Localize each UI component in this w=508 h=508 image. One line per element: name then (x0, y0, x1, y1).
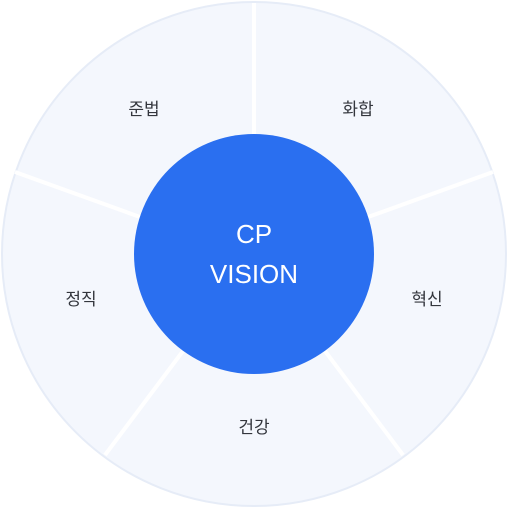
center-circle (134, 134, 374, 374)
center-title-line2: VISION (210, 259, 298, 289)
divider-bottom-left (103, 349, 185, 457)
segment-dividers (14, 3, 494, 457)
segment-label-harmony: 화합 (342, 100, 374, 120)
center-title-line1: CP (236, 219, 272, 249)
divider-bottom-right (323, 349, 405, 457)
segment-label-health: 건강 (238, 418, 270, 438)
segment-label-innovation: 혁신 (411, 290, 442, 310)
segment-label-honesty: 정직 (65, 290, 96, 310)
divider-left (14, 170, 141, 219)
divider-right (367, 170, 494, 219)
segment-label-compliance: 준법 (128, 100, 159, 120)
